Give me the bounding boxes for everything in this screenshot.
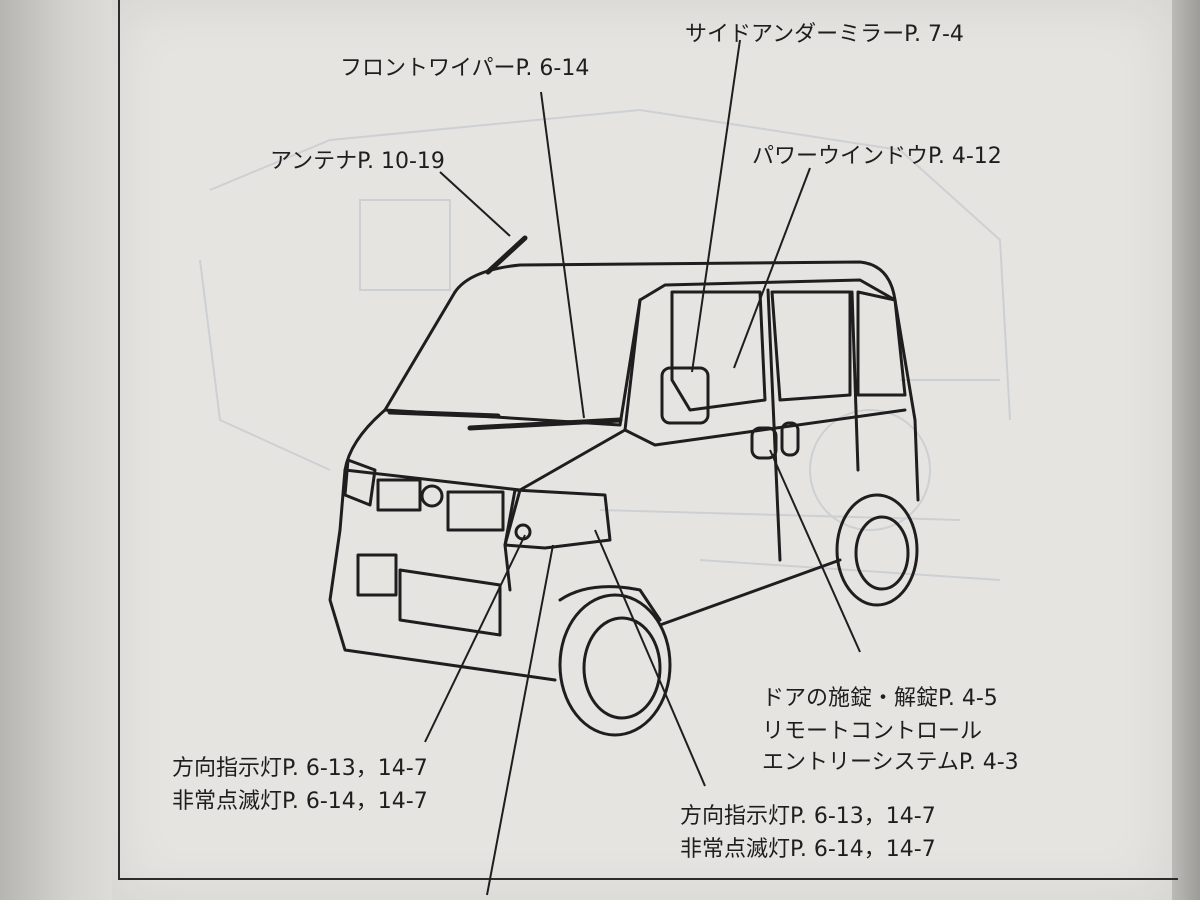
label-side-under-mirror: サイドアンダーミラーP. 7-4 [685,22,964,47]
van-roof [453,260,897,302]
page-frame-bottom [118,878,1178,880]
antenna-rod [485,235,528,275]
leader-lines [424,39,861,896]
page-shadow-right [1172,0,1200,900]
label-turn-signal-right: 方向指示灯P. 6-13，14-7 [680,804,936,829]
label-turn-signal-left: 方向指示灯P. 6-13，14-7 [172,756,428,781]
page-frame-left [118,0,120,880]
label-power-window: パワーウインドウP. 4-12 [752,144,1002,169]
page-shadow-left [0,0,112,900]
label-entry-system: エントリーシステムP. 4-3 [762,750,1019,775]
label-antenna: アンテナP. 10-19 [270,149,445,174]
label-remote-control: リモートコントロール [762,719,983,744]
label-door-lock: ドアの施錠・解錠P. 4-5 [762,686,998,711]
manual-page [112,0,1172,900]
windshield [383,290,642,427]
label-hazard-left: 非常点滅灯P. 6-14，14-7 [172,789,428,814]
label-hazard-right: 非常点滅灯P. 6-14，14-7 [680,837,936,862]
label-front-wiper: フロントワイパーP. 6-14 [340,56,590,81]
